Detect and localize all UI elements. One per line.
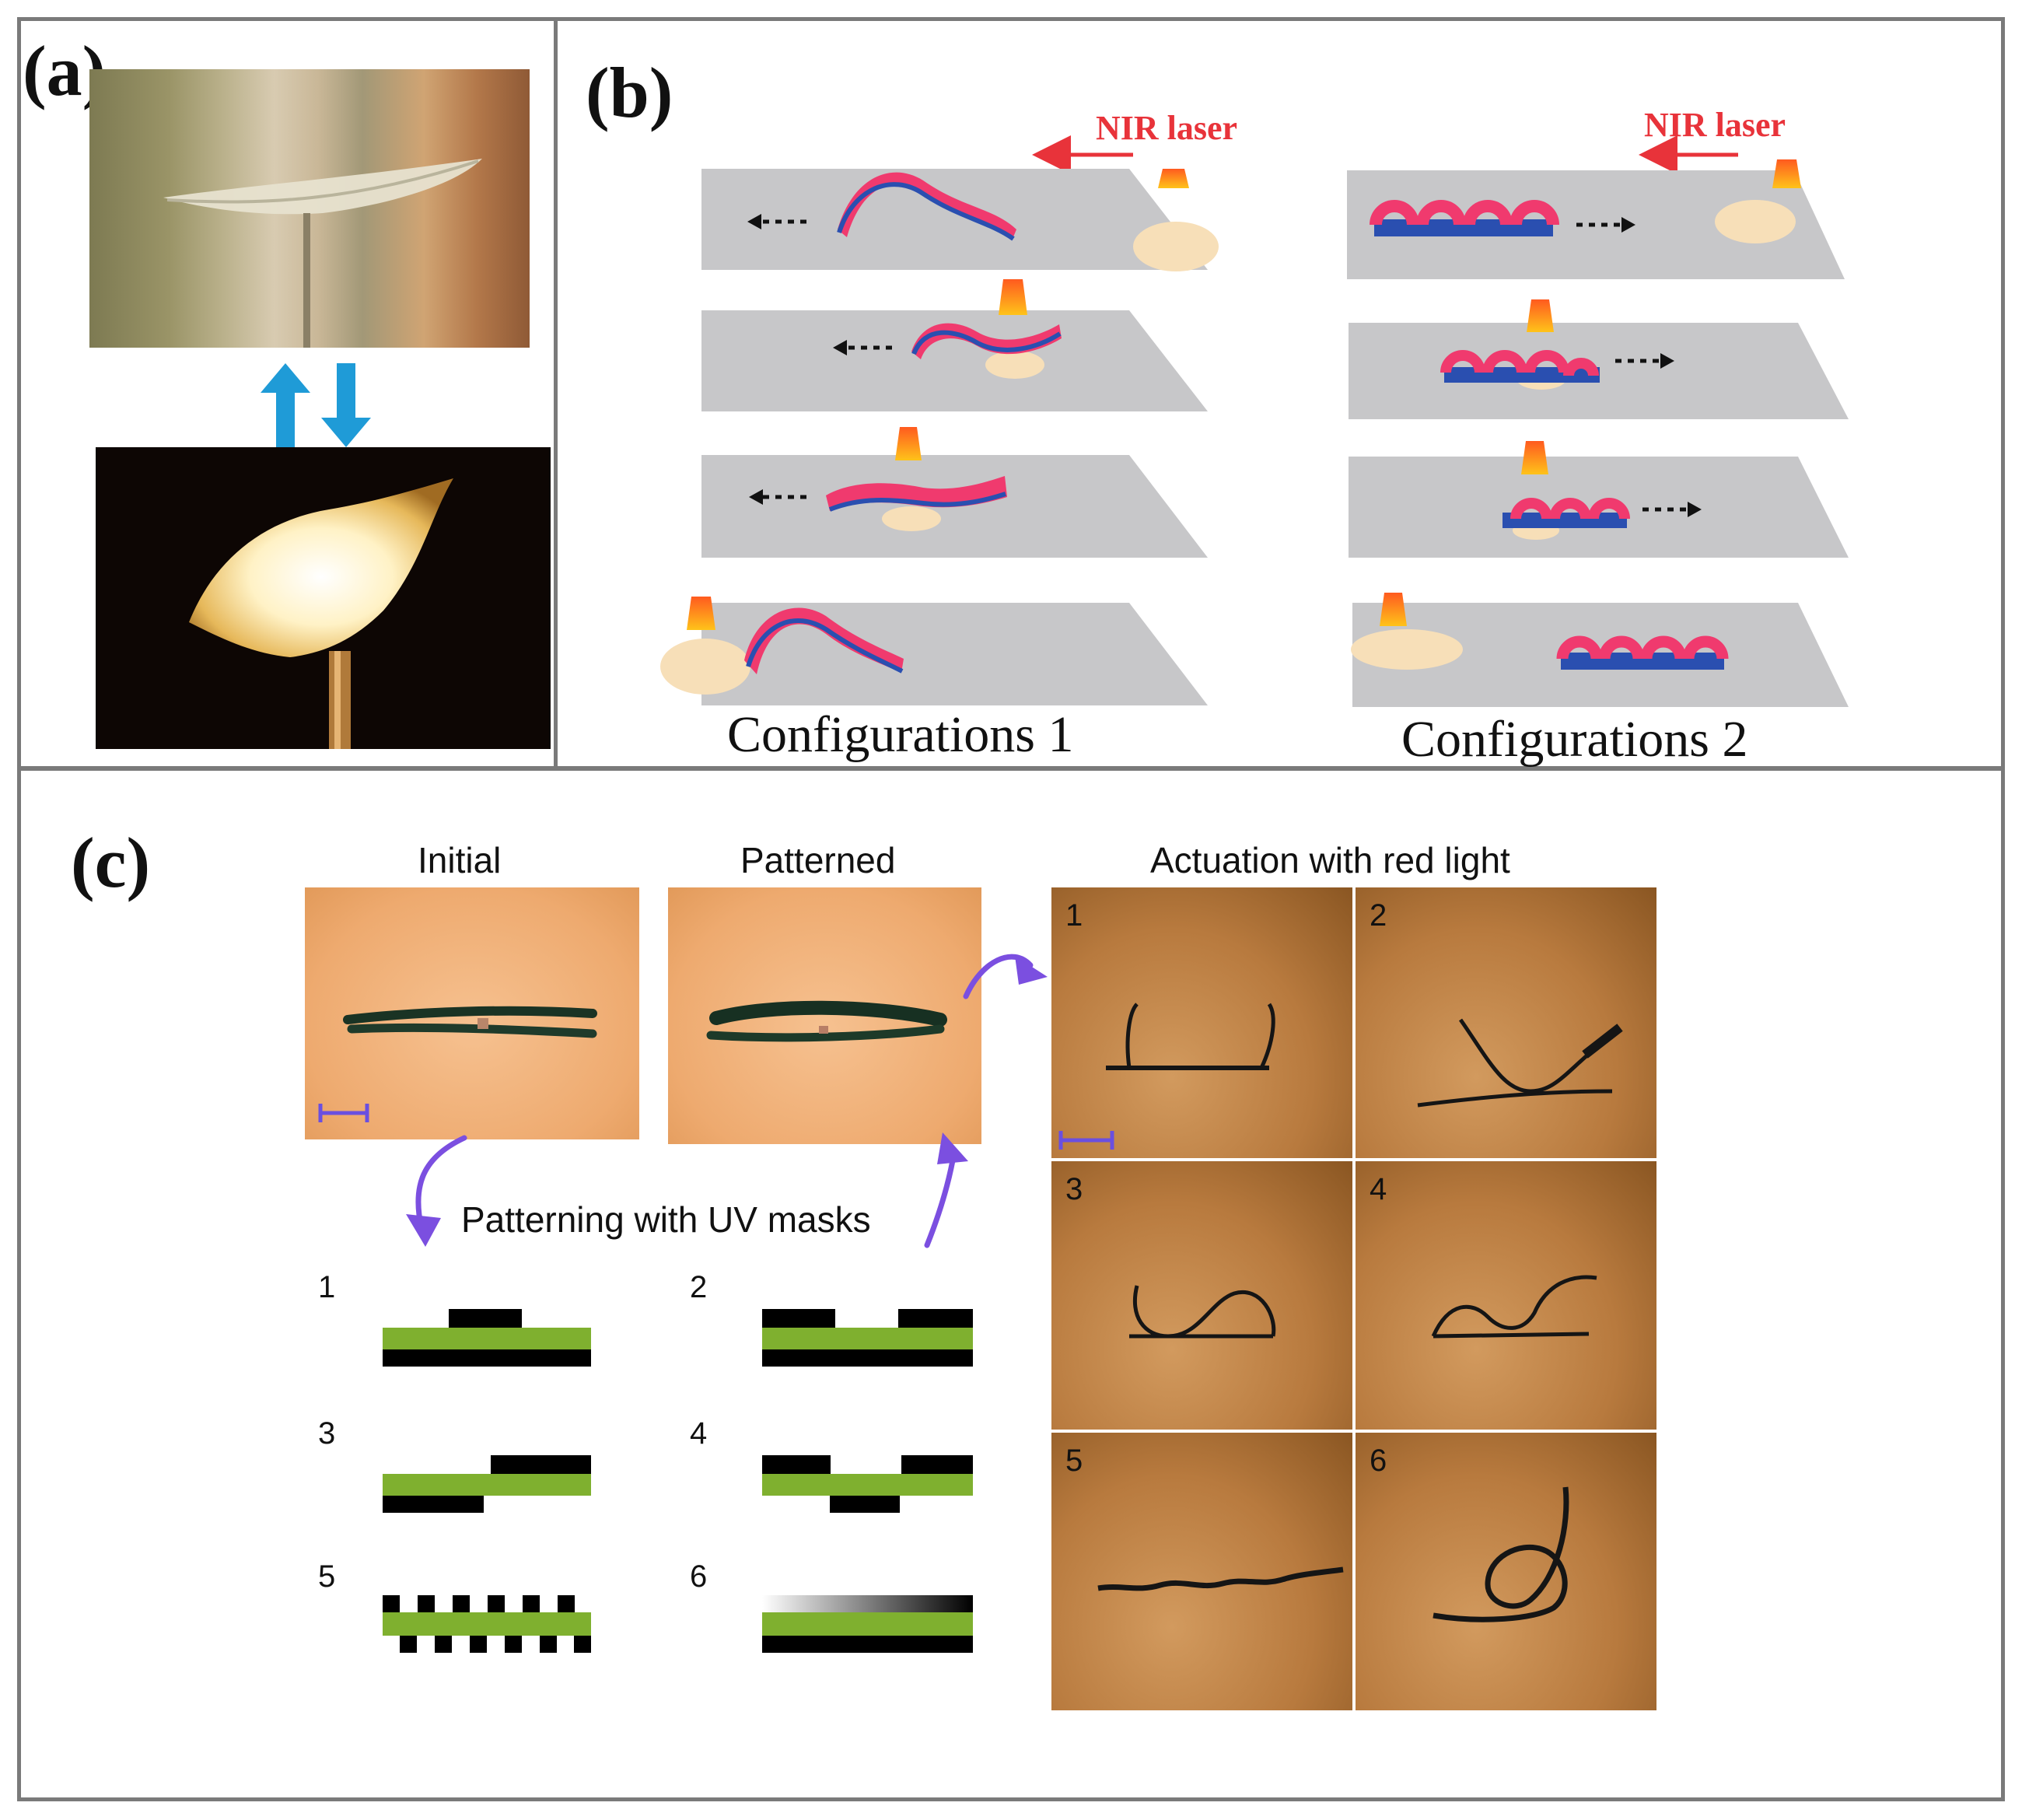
actuation-cell-number: 5 bbox=[1065, 1444, 1083, 1478]
masks-title: Patterning with UV masks bbox=[461, 1199, 871, 1240]
actuation-shape-4 bbox=[1431, 1275, 1597, 1339]
actuation-cell-number: 3 bbox=[1065, 1172, 1083, 1206]
nir-crawler-schematic bbox=[660, 135, 1849, 707]
mask-number-2: 2 bbox=[690, 1270, 708, 1304]
actuation-cell-6: 6 bbox=[1356, 1433, 1656, 1710]
mask-diagram-5 bbox=[383, 1595, 591, 1653]
mask-diagram-3 bbox=[383, 1455, 591, 1513]
config2-frame-2 bbox=[1349, 299, 1849, 419]
panel-b-label: (b) bbox=[586, 53, 673, 132]
initial-strip bbox=[318, 1006, 597, 1122]
actuation-cell-number: 6 bbox=[1370, 1444, 1387, 1478]
nir-laser-label-2: NIR laser bbox=[1644, 106, 1786, 144]
patterned-title: Patterned bbox=[740, 840, 896, 880]
nir-laser-label-1: NIR laser bbox=[1096, 109, 1238, 147]
actuation-shape-5 bbox=[1097, 1566, 1344, 1591]
leaf-photo-on bbox=[96, 447, 551, 749]
actuation-cell-5: 5 bbox=[1051, 1433, 1352, 1710]
actuation-shape-2 bbox=[1417, 1018, 1623, 1108]
patterned-strip-photo bbox=[668, 887, 981, 1144]
actuation-title: Actuation with red light bbox=[1150, 840, 1510, 880]
mask-diagram-2 bbox=[762, 1309, 973, 1367]
leaf-photo-off bbox=[89, 69, 530, 348]
panel-c: (c) Initial Patterned Actuation with red… bbox=[17, 767, 2005, 1801]
leaf-illustration bbox=[163, 159, 482, 348]
panel-c-label: (c) bbox=[71, 823, 151, 902]
arrow-patterned-to-actuation bbox=[963, 954, 1034, 999]
mask-diagram-1 bbox=[383, 1309, 591, 1367]
config1-frame-3 bbox=[701, 427, 1208, 558]
actuation-cell-number: 4 bbox=[1370, 1172, 1387, 1206]
panel-a: (a) bbox=[17, 17, 558, 770]
actuation-grid: 1 2 3 bbox=[1051, 887, 1656, 1710]
uv-mask-diagrams bbox=[383, 1309, 973, 1653]
actuation-cell-number: 1 bbox=[1065, 898, 1083, 933]
initial-title: Initial bbox=[418, 840, 502, 880]
actuation-cell-4: 4 bbox=[1356, 1161, 1656, 1430]
config1-frame-1 bbox=[701, 169, 1219, 271]
actuation-shape-6 bbox=[1433, 1486, 1569, 1622]
flow-arrows bbox=[406, 954, 1048, 1248]
config1-frame-4 bbox=[660, 597, 1208, 705]
mask-number-3: 3 bbox=[318, 1416, 336, 1451]
config2-frame-4 bbox=[1351, 593, 1849, 707]
configuration-1-caption: Configurations 1 bbox=[727, 706, 1074, 763]
config1-frame-2 bbox=[701, 279, 1208, 411]
actuation-cell-3: 3 bbox=[1051, 1161, 1352, 1430]
actuation-shape-1 bbox=[1058, 1003, 1275, 1150]
panel-b: (b) bbox=[554, 17, 2005, 770]
mask-number-5: 5 bbox=[318, 1559, 336, 1594]
toggle-arrows-icon bbox=[261, 363, 371, 447]
actuation-cell-2: 2 bbox=[1356, 887, 1656, 1158]
glowing-leaf-illustration bbox=[189, 478, 453, 749]
mask-diagram-6 bbox=[762, 1595, 973, 1653]
actuation-cell-number: 2 bbox=[1370, 898, 1387, 933]
actuation-shape-3 bbox=[1129, 1285, 1276, 1339]
patterned-strip bbox=[706, 1000, 947, 1042]
mask-diagram-4 bbox=[762, 1455, 973, 1513]
initial-strip-photo bbox=[305, 887, 639, 1139]
mask-number-1: 1 bbox=[318, 1270, 336, 1304]
mask-number-4: 4 bbox=[690, 1416, 708, 1451]
actuation-cell-1: 1 bbox=[1051, 887, 1352, 1158]
configuration-2-caption: Configurations 2 bbox=[1401, 711, 1748, 768]
config2-frame-1 bbox=[1347, 159, 1845, 279]
config2-frame-3 bbox=[1349, 441, 1849, 558]
mask-number-6: 6 bbox=[690, 1559, 708, 1594]
